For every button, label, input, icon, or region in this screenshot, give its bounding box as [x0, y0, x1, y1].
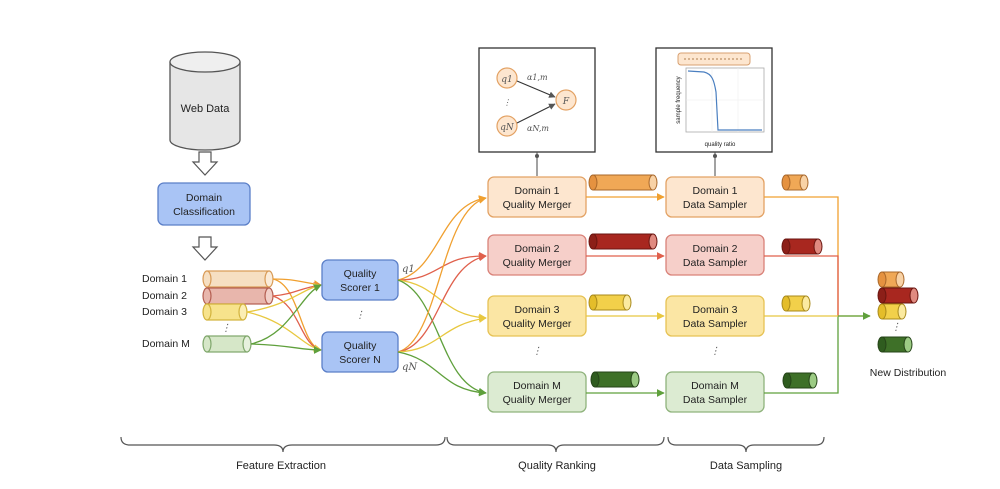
inset-xlabel: quality ratio: [705, 142, 736, 148]
scorer-1-line2: Scorer 1: [340, 282, 380, 294]
ellipsis: ⋮: [891, 322, 901, 333]
sampler-m-output-cylinder: [782, 372, 818, 389]
data-sampler-3-box: Domain 3 Data Sampler: [665, 295, 765, 337]
sampler-m-line2: Data Sampler: [683, 394, 748, 406]
q1-label: q1: [402, 264, 415, 275]
quality-merger-m-box: Domain M Quality Merger: [487, 371, 587, 413]
inset-ylabel: sample frequency: [676, 76, 682, 123]
domain-3-cylinder: [202, 303, 248, 321]
sampler-1-output-cylinder: [781, 174, 809, 191]
merger-inset-panel: q1 qN F α1,m αN,m ⋮: [478, 47, 596, 153]
domain-label: Domain 1: [142, 273, 187, 285]
domain-1-cylinder: [202, 270, 274, 288]
domain-classification-line2: Classification: [173, 206, 235, 218]
sampler-m-line1: Domain M: [691, 380, 739, 392]
quality-scorer-1-box: Quality Scorer 1: [321, 259, 399, 301]
merger-m-line1: Domain M: [513, 380, 561, 392]
ellipsis: ⋮: [710, 346, 720, 357]
down-arrow-icon: [191, 236, 219, 261]
merger-3-line1: Domain 3: [515, 304, 560, 316]
domain-label: Domain 2: [142, 290, 187, 302]
ellipsis: ⋮: [503, 98, 511, 107]
stage-braces: [120, 436, 825, 453]
sampler-to-output-lines: [764, 196, 871, 394]
quality-merger-2-box: Domain 2 Quality Merger: [487, 234, 587, 276]
merger-1-line1: Domain 1: [515, 185, 560, 197]
down-arrow-icon: [191, 151, 219, 176]
inset-qn: qN: [500, 123, 515, 133]
ellipsis: ⋮: [221, 323, 231, 334]
scorer-n-line1: Quality: [344, 340, 377, 352]
scorer-1-line1: Quality: [344, 268, 377, 280]
web-data-label: Web Data: [181, 103, 231, 115]
merger-3-output-cylinder: [588, 294, 632, 311]
sampler-3-line1: Domain 3: [693, 304, 738, 316]
domain-label: Domain 3: [142, 306, 187, 318]
data-sampler-m-box: Domain M Data Sampler: [665, 371, 765, 413]
sampler-3-output-cylinder: [781, 295, 811, 312]
sampler-3-line2: Data Sampler: [683, 318, 748, 330]
inset-f: F: [562, 97, 570, 107]
scorer-n-line2: Scorer N: [339, 354, 380, 366]
merger-m-output-cylinder: [590, 371, 640, 388]
domain-to-scorer-lines: [246, 278, 322, 354]
quality-merger-1-box: Domain 1 Quality Merger: [487, 176, 587, 218]
merger-to-sampler-lines: [586, 193, 665, 397]
inset-connector-dot: [713, 154, 717, 158]
stage-data-sampling: Data Sampling: [710, 460, 782, 472]
stage-feature-extraction: Feature Extraction: [236, 460, 326, 472]
web-data-database: Web Data: [169, 51, 241, 151]
merger-1-line2: Quality Merger: [503, 199, 572, 211]
inset-wn: αN,m: [527, 124, 549, 133]
inset-w1: α1,m: [527, 73, 548, 82]
data-sampler-1-box: Domain 1 Data Sampler: [665, 176, 765, 218]
new-distribution-label: New Distribution: [870, 367, 947, 379]
merger-m-line2: Quality Merger: [503, 394, 572, 406]
inset-connector-dot: [535, 154, 539, 158]
domain-2-cylinder: [202, 287, 274, 305]
new-distribution-stack: [877, 271, 919, 353]
quality-merger-3-box: Domain 3 Quality Merger: [487, 295, 587, 337]
sampler-2-line1: Domain 2: [693, 243, 738, 255]
merger-3-line2: Quality Merger: [503, 318, 572, 330]
sampler-1-line1: Domain 1: [693, 185, 738, 197]
scorer-to-merger-lines: [397, 195, 487, 397]
merger-2-line2: Quality Merger: [503, 257, 572, 269]
domain-label: Domain M: [142, 338, 190, 350]
ellipsis: ⋮: [532, 346, 542, 357]
sampler-2-line2: Data Sampler: [683, 257, 748, 269]
merger-2-output-cylinder: [588, 233, 658, 250]
qn-label: qN: [402, 362, 418, 373]
merger-2-line1: Domain 2: [515, 243, 560, 255]
ellipsis: ⋮: [355, 310, 365, 321]
domain-classification-box: Domain Classification: [157, 182, 251, 226]
stage-quality-ranking: Quality Ranking: [518, 460, 596, 472]
data-sampler-2-box: Domain 2 Data Sampler: [665, 234, 765, 276]
sampler-1-line2: Data Sampler: [683, 199, 748, 211]
domain-classification-line1: Domain: [186, 192, 222, 204]
quality-scorer-n-box: Quality Scorer N: [321, 331, 399, 373]
domain-m-cylinder: [202, 335, 252, 353]
sampler-2-output-cylinder: [781, 238, 823, 255]
inset-q1: q1: [501, 75, 513, 85]
sampler-inset-panel: quality ratio sample frequency: [655, 47, 773, 153]
merger-1-output-cylinder: [588, 174, 658, 191]
